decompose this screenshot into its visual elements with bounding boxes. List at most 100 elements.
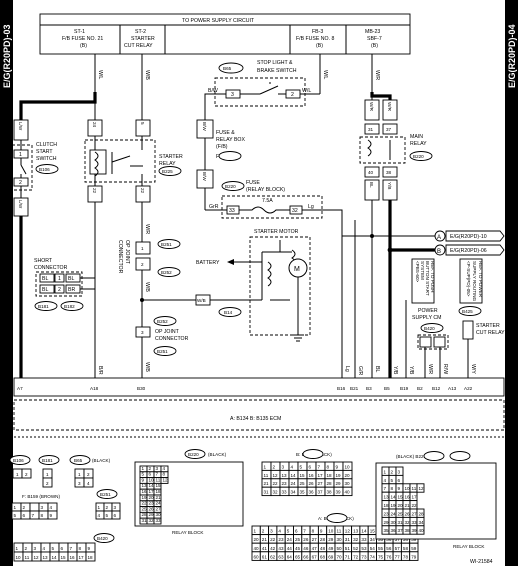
svg-text:START: START (36, 149, 53, 155)
svg-text:1: 1 (46, 472, 49, 477)
connector-pin-label: 13 (384, 495, 390, 500)
connector-view-b106: B106 1 2 (9, 455, 32, 479)
connector-pin-cell (416, 483, 425, 493)
svg-text:B65: B65 (74, 458, 83, 463)
connector-pin-label: 65 (295, 554, 301, 559)
connector-pin-label: 23 (282, 481, 288, 486)
connector-pin-label: 2 (25, 546, 28, 551)
connector-pin-label: 6 (23, 513, 26, 518)
connector-pin-label: 27 (312, 537, 318, 542)
connector-pin-label: 37 (398, 528, 404, 533)
svg-text:SUPPLY CM: SUPPLY CM (412, 315, 442, 321)
connector-pin-label: 25 (142, 506, 148, 511)
svg-text:F/B FUSE NO. 8: F/B FUSE NO. 8 (296, 36, 334, 42)
svg-text:CONNECTOR: CONNECTOR (117, 240, 123, 274)
svg-text:BR: BR (68, 287, 75, 293)
connector-pin-label: 36 (391, 528, 397, 533)
wire-label-wb-2: W/B (144, 282, 150, 292)
connector-pin-label: 70 (337, 554, 343, 559)
svg-text:2: 2 (46, 481, 49, 486)
svg-text:E/G(R20PD)-06: E/G(R20PD)-06 (450, 248, 487, 254)
connector-pin-label: 32 (353, 537, 359, 542)
connector-pin-label: 46 (303, 546, 309, 551)
connector-pin-label: 1 (254, 529, 257, 534)
connector-pin-label: 7 (318, 464, 321, 469)
connector-pin-label: 58 (403, 546, 409, 551)
connector-pin-label: 15 (370, 529, 376, 534)
svg-text:B3: B3 (366, 386, 372, 391)
connector-pin-label: 15 (61, 555, 67, 560)
svg-text:2: 2 (141, 262, 144, 267)
svg-text:1: 1 (19, 152, 22, 158)
connector-pin-label: 13 (282, 473, 288, 478)
svg-text:33: 33 (229, 208, 235, 214)
connector-pin-label: 17 (318, 473, 324, 478)
svg-text:A7: A7 (17, 386, 23, 391)
svg-text:(BLACK): (BLACK) (208, 452, 227, 457)
connector-pin-label: 21 (156, 495, 162, 500)
svg-text:RELAY BLOCK: RELAY BLOCK (172, 530, 204, 535)
connector-pin-label: 28 (419, 511, 425, 516)
connector-pin-label: 8 (79, 546, 82, 551)
connector-pin-label: 19 (336, 473, 342, 478)
connector-pin-label: 2 (106, 505, 109, 510)
connector-pin-label: 73 (361, 554, 367, 559)
wire-label-wb-3: W/B (144, 362, 150, 372)
svg-text:31: 31 (368, 127, 374, 132)
connector-pin-label: 67 (312, 554, 318, 559)
connector-pin-label: 75 (378, 554, 384, 559)
op-joint-connector-2: 3 OP JOINT CONNECTOR B251 (135, 326, 189, 356)
connector-pin-label: 37 (318, 490, 324, 495)
connector-pin-cell (29, 502, 40, 512)
svg-text:BL: BL (42, 276, 48, 282)
connector-pin-label: 18 (327, 473, 333, 478)
connector-pin-label: 54 (370, 546, 376, 551)
wire-label-br-1: B/R (97, 366, 103, 375)
connector-pin-label: 27 (156, 506, 162, 511)
connector-pin-label: 39 (411, 537, 417, 542)
connector-pin-label: 24 (156, 501, 162, 506)
connector-pin-label: 25 (300, 481, 306, 486)
connector-pin-label: 10 (345, 464, 351, 469)
connector-pin-label: 29 (336, 481, 342, 486)
connector-pin-label: 17 (412, 495, 418, 500)
connector-pin-label: 51 (345, 546, 351, 551)
svg-text:RELAY: RELAY (159, 161, 176, 167)
svg-text:MAIN: MAIN (410, 134, 423, 140)
connector-pin-label: 50 (337, 546, 343, 551)
connector-pin-label: 10 (328, 529, 334, 534)
svg-text:FUSE: FUSE (246, 180, 260, 186)
connector-pin-label: 33 (361, 537, 367, 542)
svg-text:22: 22 (140, 188, 145, 194)
svg-text:38: 38 (386, 170, 392, 175)
connector-pin-label: 53 (361, 546, 367, 551)
connector-pin-label: 22 (142, 501, 148, 506)
wire-label-wr-1: W/R (374, 70, 380, 80)
main-relay: W/R W/R 31 37 40 38 BL Y/B MAIN RELAY B2… (359, 99, 433, 201)
connector-pin-label: 20 (254, 537, 260, 542)
connector-pin-label: 66 (303, 554, 309, 559)
svg-text:B2: B2 (417, 386, 423, 391)
wire-label-wr-3: W/R (427, 364, 433, 374)
connector-pin-label: 74 (370, 554, 376, 559)
svg-text:F: B159 (BROWN): F: B159 (BROWN) (22, 494, 61, 499)
svg-text:2: 2 (58, 287, 61, 293)
svg-text:A13: A13 (448, 386, 457, 391)
connector-pin-label: 3 (156, 466, 159, 471)
connector-pin-label: 3 (114, 505, 117, 510)
svg-text:B: B (437, 249, 441, 255)
connector-pin-cell (111, 510, 121, 520)
connector-pin-label: 56 (386, 546, 392, 551)
svg-text:B420: B420 (97, 536, 108, 541)
connector-pin-label: 52 (353, 546, 359, 551)
figure-id: WI-21584 (470, 559, 493, 565)
short-connector: SHORT CONNECTOR BL 1 BL BL 2 BR B181 B18… (34, 258, 84, 311)
connector-pin-label: 57 (395, 546, 401, 551)
svg-text:B252: B252 (157, 319, 168, 324)
connector-pin-label: 29 (328, 537, 334, 542)
connector-pin-label: 5 (106, 513, 109, 518)
svg-text:B19: B19 (400, 386, 409, 391)
connector-pin-label: 10 (149, 477, 155, 482)
connector-view-b134: A: B134 (BLACK) 123456789101112131415161… (251, 513, 419, 561)
